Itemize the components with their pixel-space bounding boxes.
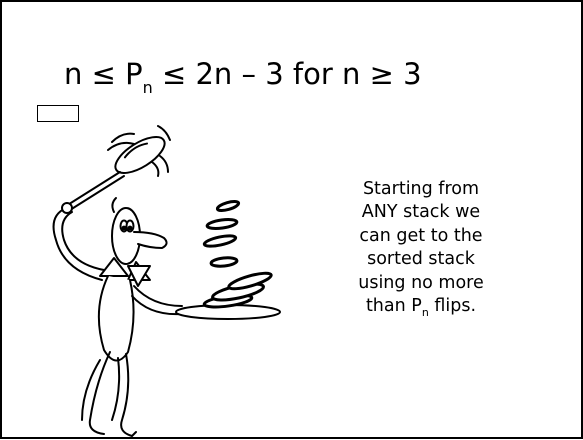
body-line: using no more <box>358 272 484 293</box>
pancake <box>227 271 273 291</box>
leg <box>81 359 101 421</box>
pancake <box>202 234 238 248</box>
chef-flipping-pancakes-illustration <box>52 125 281 437</box>
leg <box>88 351 111 435</box>
body-line: Starting from <box>362 179 480 199</box>
pancake <box>209 256 239 268</box>
pancake <box>215 199 241 213</box>
body-line: sorted stack <box>367 249 475 270</box>
title-part-2: ≤ 2n – 3 for n ≥ 3 <box>152 57 422 91</box>
last-line-subscript: n <box>421 306 429 320</box>
slide-title: n ≤ Pn ≤ 2n – 3 for n ≥ 3 <box>64 57 544 96</box>
last-line-part-2: flips. <box>428 296 477 317</box>
body <box>97 275 135 362</box>
slide-body-text: Starting from ANY stack we can get to th… <box>332 178 510 318</box>
motion-line <box>111 132 135 143</box>
pan-handle <box>69 175 125 211</box>
motion-line <box>107 141 135 151</box>
leg <box>120 353 137 437</box>
arm <box>133 285 183 307</box>
last-line-part-1: than P <box>365 296 422 317</box>
leg <box>111 357 121 421</box>
hand <box>61 202 73 214</box>
title-subscript: n <box>142 78 153 97</box>
arm <box>61 211 105 271</box>
pancake <box>205 218 239 230</box>
title-part-1: n ≤ P <box>64 57 143 91</box>
arm <box>52 207 103 281</box>
motion-line <box>151 161 160 177</box>
bow-tie <box>99 257 151 287</box>
pan-handle <box>65 171 121 207</box>
empty-text-box <box>37 105 79 122</box>
body-line: can get to the <box>359 225 483 246</box>
body-line: ANY stack we <box>361 202 481 223</box>
motion-line <box>159 155 169 173</box>
body-line-last: than Pn flips. <box>332 295 510 318</box>
frying-pan <box>114 136 166 174</box>
chef-head <box>111 197 168 265</box>
motion-line <box>157 125 171 141</box>
